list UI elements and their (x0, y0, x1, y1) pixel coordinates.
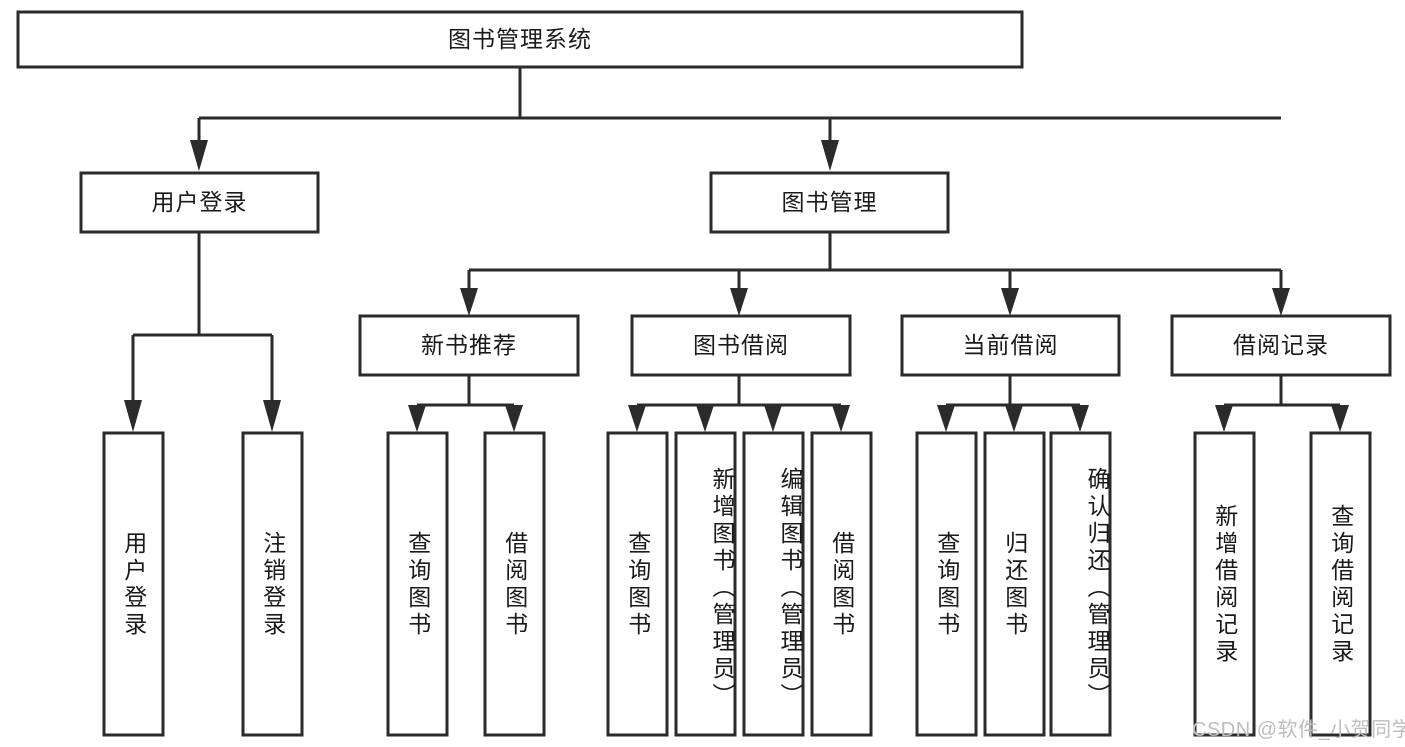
arrow-to-leaf-1 (124, 400, 142, 432)
node-box-leaf-9[interactable] (915, 431, 978, 737)
node-box-leaf-12[interactable] (1193, 431, 1256, 737)
connector-layer (124, 67, 1349, 432)
node-box-records[interactable] (1170, 314, 1392, 377)
node-box-leaf-6[interactable] (674, 431, 737, 737)
node-box-current[interactable] (900, 314, 1121, 377)
arrow-to-leaf-12 (1215, 405, 1233, 432)
connector-current-bus (944, 375, 1082, 410)
arrow-to-leaf-7 (764, 405, 782, 432)
node-box-leaf-7[interactable] (742, 431, 805, 737)
connector-borrow-bus (635, 375, 843, 410)
arrow-to-leaf-3 (408, 405, 426, 432)
node-box-newbook[interactable] (358, 314, 580, 377)
arrow-to-leaf-4 (505, 405, 523, 432)
arrow-to-leaf-11 (1071, 405, 1089, 432)
arrow-to-leaf-9 (937, 405, 955, 432)
node-box-layer (16, 10, 1392, 737)
arrow-to-records (1272, 288, 1290, 316)
arrow-to-leaf-10 (1005, 405, 1023, 432)
node-box-bookmgmt[interactable] (709, 171, 950, 234)
arrow-to-login (190, 140, 208, 171)
node-box-leaf-3[interactable] (386, 431, 449, 737)
connector-records-bus (1222, 375, 1342, 410)
node-box-leaf-5[interactable] (606, 431, 669, 737)
node-box-leaf-4[interactable] (483, 431, 546, 737)
arrow-to-leaf-6 (696, 405, 714, 432)
arrow-to-leaf-2 (263, 400, 281, 432)
connector-root-bus (197, 67, 1281, 140)
node-box-leaf-8[interactable] (810, 431, 873, 737)
arrow-to-newbook (460, 288, 478, 316)
node-box-leaf-13[interactable] (1309, 431, 1372, 737)
node-box-root[interactable] (16, 10, 1024, 69)
node-box-login[interactable] (79, 171, 320, 234)
connector-bookmgmt-bus (467, 232, 1283, 288)
arrow-to-current (1001, 288, 1019, 316)
arrow-to-borrow (730, 288, 748, 316)
connector-login-bus (131, 232, 274, 400)
node-box-leaf-2[interactable] (241, 431, 304, 737)
arrow-to-leaf-8 (832, 405, 850, 432)
arrow-to-bookmgmt (821, 140, 839, 171)
arrow-to-leaf-13 (1331, 405, 1349, 432)
connector-newbook-bus (415, 375, 516, 410)
node-box-borrow[interactable] (630, 314, 852, 377)
node-box-leaf-1[interactable] (102, 431, 165, 737)
node-box-leaf-11[interactable] (1049, 431, 1112, 737)
node-box-leaf-10[interactable] (983, 431, 1046, 737)
arrow-to-leaf-5 (628, 405, 646, 432)
